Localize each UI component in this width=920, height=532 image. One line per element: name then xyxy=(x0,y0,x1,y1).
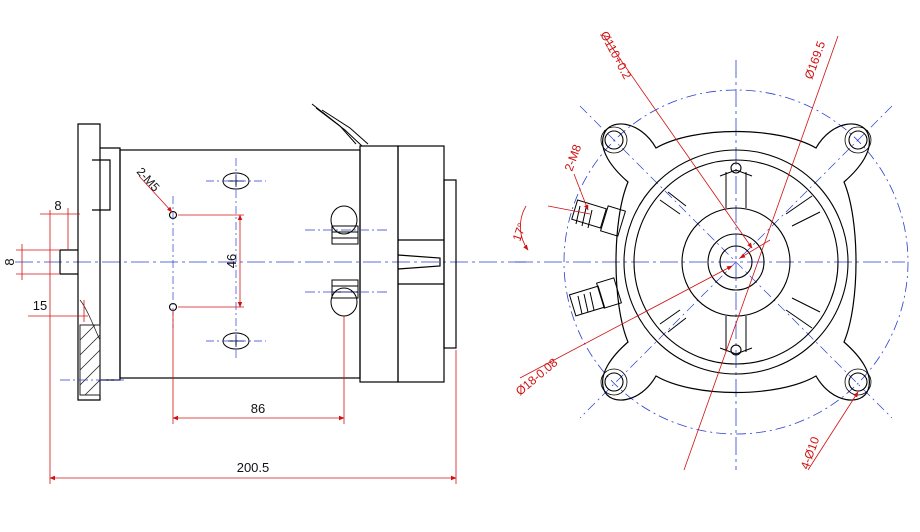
end-rings xyxy=(623,149,849,375)
terminal-thread-label: 2-M8 xyxy=(562,142,585,173)
dim-46-label: 46 xyxy=(224,254,239,268)
pilot-dia-label: Ø110+0.2 xyxy=(597,29,634,82)
m5-leader xyxy=(138,175,173,213)
motor-housing xyxy=(119,145,457,383)
dim-shaft-height xyxy=(16,244,60,280)
corner-hole-top-right xyxy=(844,126,872,154)
end-terminal-lower xyxy=(568,277,623,317)
end-view: Ø110+0.2 Ø169.5 2-M8 17° Ø18-0.08 4-Ø10 xyxy=(510,29,909,471)
end-ribs xyxy=(659,169,821,355)
side-view: 46 2-M5 86 200.5 8 8 xyxy=(2,103,530,484)
dim-15-label: 15 xyxy=(33,298,47,313)
dim-shaft-length xyxy=(28,300,88,322)
dim-mount-spacing xyxy=(172,310,345,424)
dim-8-shaft-label: 8 xyxy=(2,258,17,265)
flange-hatch xyxy=(79,299,101,396)
lead-wires xyxy=(311,103,369,147)
dim-200-5-label: 200.5 xyxy=(237,460,270,475)
terminal-stud-lower xyxy=(330,279,359,317)
end-flange-outline xyxy=(602,123,870,401)
diagonal-centerline-2 xyxy=(579,105,893,419)
dim-86-label: 86 xyxy=(251,401,265,416)
bolt-circle xyxy=(563,89,909,435)
cover-hole-top xyxy=(730,162,742,174)
terminal-stud-upper xyxy=(330,205,359,245)
corner-hole-bottom-right xyxy=(844,368,872,396)
dim-hole-spacing xyxy=(178,214,244,308)
dim-overall-length xyxy=(49,210,457,484)
cover-hole-bottom xyxy=(730,344,742,356)
m5-label: 2-M5 xyxy=(134,165,163,195)
end-terminal-upper xyxy=(571,199,627,237)
corner-hole-bottom-left xyxy=(600,368,628,396)
dim-8-step-label: 8 xyxy=(54,198,61,213)
pilot-dia-text: Ø110+0.2 xyxy=(597,29,634,82)
dim-flange-step xyxy=(40,208,80,250)
end-dimension-leaders xyxy=(519,35,859,471)
terminal-angle-label: 17° xyxy=(510,221,529,243)
shaft-dia-label: Ø18-0.08 xyxy=(513,355,561,398)
corner-hole-top-left xyxy=(600,126,628,154)
